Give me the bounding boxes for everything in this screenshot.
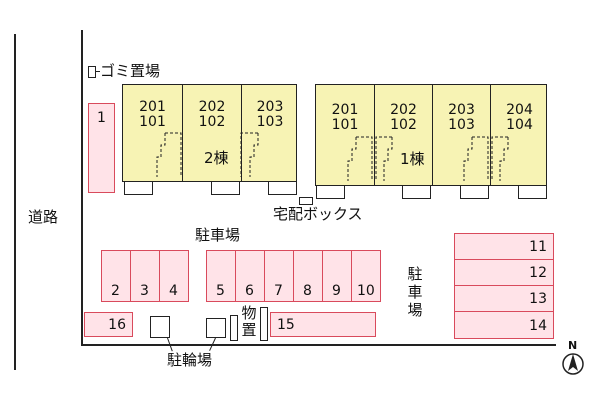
parking-space-9: 9 — [322, 250, 352, 302]
compass-icon — [562, 353, 584, 375]
unit-number-upper: 201 — [139, 99, 166, 115]
building-1: 201 101 202 102 203 103 204 104 1棟 — [315, 84, 547, 186]
parking-number: 16 — [108, 317, 126, 333]
parking-space-3: 3 — [130, 250, 160, 302]
unit-number-upper: 203 — [448, 102, 475, 118]
unit-number-upper: 202 — [390, 102, 417, 118]
road-edge-line — [14, 34, 16, 370]
building-1-unit-3: 203 103 — [432, 85, 490, 185]
storage-shelf-left — [230, 315, 238, 341]
building-2-stair-icons — [156, 132, 259, 177]
building-2-porch-1 — [124, 181, 153, 195]
road-label: 道路 — [28, 208, 59, 226]
storage-shelf-right — [260, 307, 268, 341]
building-1-name: 1棟 — [400, 150, 425, 168]
compass-north-label: N — [568, 339, 578, 352]
parking-space-16: 16 — [84, 312, 133, 337]
parking-space-11: 11 — [454, 233, 554, 260]
bicycle-parking-label: 駐輪場 — [167, 351, 213, 369]
site-boundary-left — [81, 30, 83, 346]
unit-number-lower: 102 — [390, 117, 417, 133]
parking-number: 14 — [529, 318, 547, 334]
unit-number-upper: 201 — [331, 102, 359, 118]
building-1-porch-3 — [460, 185, 489, 199]
unit-number-lower: 101 — [139, 114, 166, 130]
building-2-unit-3: 203 103 — [241, 85, 298, 181]
garbage-label: ゴミ置場 — [100, 62, 161, 80]
parking-number: 2 — [111, 283, 120, 299]
delivery-box-icon — [299, 197, 313, 205]
building-2-unit-2: 202 102 — [182, 85, 241, 181]
parking-space-1: 1 — [88, 103, 115, 193]
parking-number: 11 — [529, 239, 547, 255]
parking-space-5: 5 — [206, 250, 236, 302]
building-1-unit-4: 204 104 — [490, 85, 548, 185]
unit-number-lower: 104 — [506, 117, 533, 133]
building-1-porch-2 — [402, 185, 431, 199]
parking-label-top: 駐車場 — [195, 226, 241, 244]
parking-space-12: 12 — [454, 259, 554, 286]
building-1-stair-icons — [347, 136, 509, 181]
parking-space-10: 10 — [351, 250, 381, 302]
parking-number: 4 — [169, 283, 178, 299]
parking-space-7: 7 — [264, 250, 294, 302]
unit-number-lower: 103 — [256, 114, 284, 130]
building-1-unit-1: 201 101 — [316, 85, 374, 185]
parking-space-6: 6 — [235, 250, 265, 302]
parking-space-15: 15 — [270, 312, 376, 337]
garbage-box-icon — [88, 66, 96, 78]
building-1-porch-1 — [316, 185, 345, 199]
bicycle-rack-2 — [206, 318, 226, 338]
parking-number: 5 — [216, 283, 225, 299]
unit-number-lower: 101 — [331, 117, 359, 133]
parking-number: 1 — [97, 110, 106, 126]
parking-number: 12 — [529, 265, 547, 281]
site-boundary-bottom — [81, 344, 556, 346]
parking-space-14: 14 — [454, 311, 554, 339]
building-2-unit-1: 201 101 — [123, 85, 182, 181]
parking-space-2: 2 — [101, 250, 131, 302]
unit-number-lower: 102 — [198, 114, 226, 130]
parking-number: 3 — [140, 283, 149, 299]
building-1-porch-4 — [518, 185, 547, 199]
building-2-name: 2棟 — [204, 149, 229, 167]
unit-number-upper: 202 — [198, 99, 226, 115]
storage-label: 物 置 — [241, 304, 257, 339]
unit-number-upper: 204 — [506, 102, 533, 118]
parking-number: 7 — [274, 283, 283, 299]
parking-space-4: 4 — [159, 250, 189, 302]
bicycle-rack-1 — [150, 316, 170, 338]
unit-number-lower: 103 — [448, 117, 475, 133]
parking-space-13: 13 — [454, 285, 554, 312]
garbage-box-tick — [96, 71, 100, 72]
parking-label-right: 駐 車 場 — [407, 265, 423, 319]
building-2: 201 101 202 102 203 103 2棟 — [122, 84, 297, 182]
building-1-unit-2: 202 102 — [374, 85, 432, 185]
parking-number: 9 — [332, 283, 341, 299]
delivery-box-label: 宅配ボックス — [273, 205, 363, 223]
parking-space-8: 8 — [293, 250, 323, 302]
parking-number: 13 — [529, 291, 547, 307]
parking-number: 6 — [245, 283, 254, 299]
parking-number: 10 — [357, 283, 375, 299]
unit-number-upper: 203 — [256, 99, 284, 115]
parking-number: 8 — [303, 283, 312, 299]
building-2-porch-2 — [211, 181, 240, 195]
building-2-porch-3 — [268, 181, 297, 195]
parking-number: 15 — [277, 317, 295, 333]
